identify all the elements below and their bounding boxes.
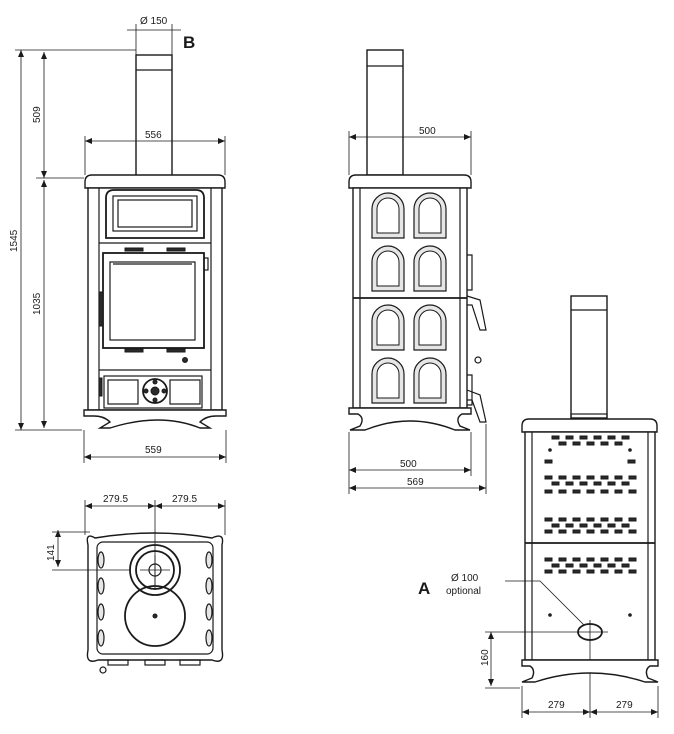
rear-top-plate <box>521 418 658 433</box>
rear-vent-slots <box>544 435 637 617</box>
side-flue-pipe <box>366 49 404 176</box>
rear-base <box>521 659 659 683</box>
top-outline <box>86 532 224 662</box>
side-base <box>348 407 472 431</box>
side-tile-inner-1-2 <box>418 197 442 234</box>
side-tile-inner-4-1 <box>376 362 400 399</box>
rear-flue-pipe <box>570 295 608 419</box>
side-top-depth: 500 <box>419 126 436 137</box>
front-oven-door <box>105 189 205 239</box>
side-tile-inner-3-1 <box>376 309 400 346</box>
front-base <box>83 409 227 429</box>
side-tile-inner-1-1 <box>376 197 400 234</box>
side-tile-inner-4-2 <box>418 362 442 399</box>
air-regulator-knob <box>142 378 168 404</box>
top-side-slots <box>97 551 213 647</box>
side-tile-panels <box>371 192 447 404</box>
side-tile-inner-2-2 <box>418 250 442 287</box>
side-tile-inner-3-2 <box>418 309 442 346</box>
flue-height-label: 509 <box>32 106 43 123</box>
label-a: A <box>418 579 430 598</box>
rear-inlet-diameter: Ø 100 <box>451 573 479 584</box>
rear-half-width-left: 279 <box>548 700 565 711</box>
side-top-plate <box>348 174 472 189</box>
front-top-width: 556 <box>145 130 162 141</box>
flue-diameter-label: Ø 150 <box>140 16 168 27</box>
rear-inlet-note: optional <box>446 586 481 597</box>
total-height-label: 1545 <box>9 229 20 252</box>
side-leg-depth: 500 <box>400 459 417 470</box>
rear-inlet-height: 160 <box>480 649 491 666</box>
top-view: 279.5 279.5 141 <box>46 494 226 674</box>
top-half-width-left: 279.5 <box>103 494 128 505</box>
front-top-plate <box>84 174 226 189</box>
outlet-height-label: 1035 <box>32 292 43 315</box>
rear-view: A Ø 100 optional 160 279 279 <box>418 295 659 718</box>
rear-half-width-right: 279 <box>616 700 633 711</box>
top-half-width-right: 279.5 <box>172 494 197 505</box>
front-ash-drawer <box>103 375 203 409</box>
label-b: B <box>183 33 195 52</box>
top-flue-offset: 141 <box>46 544 57 561</box>
side-overall-depth: 569 <box>407 477 424 488</box>
door-handle <box>98 291 104 327</box>
side-tile-inner-2-1 <box>376 250 400 287</box>
front-flue-pipe <box>135 54 173 178</box>
front-view: Ø 150 B 556 559 1545 509 1035 <box>9 16 227 463</box>
front-base-width: 559 <box>145 445 162 456</box>
